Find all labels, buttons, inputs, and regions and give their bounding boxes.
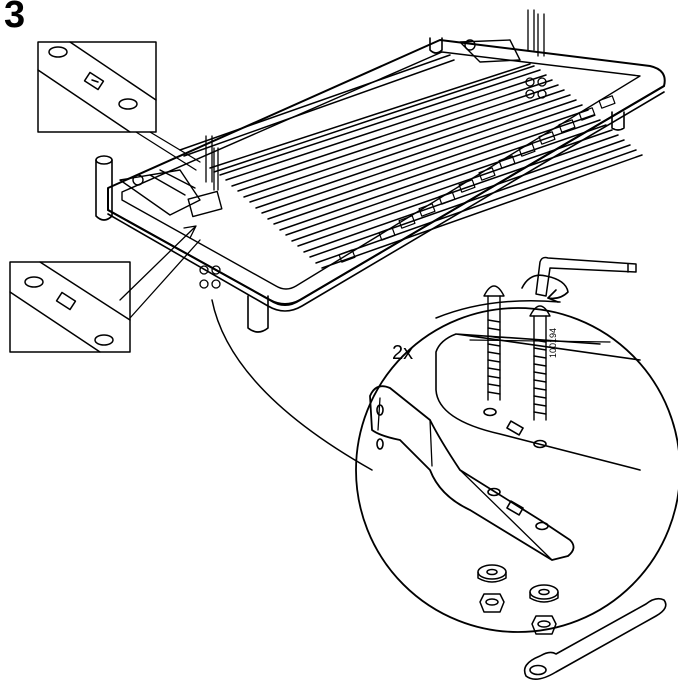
step-number: 3 — [4, 0, 26, 36]
angle-bracket — [370, 386, 574, 560]
detail-circle — [212, 258, 678, 680]
hinge-left — [120, 170, 222, 217]
slats — [210, 64, 642, 268]
allen-key-icon — [522, 258, 636, 303]
center-rail — [180, 55, 454, 156]
washers-and-nuts — [478, 565, 558, 634]
bolt-right — [530, 306, 550, 420]
wrench-icon — [525, 599, 666, 680]
hinge-right — [460, 40, 520, 62]
bed-frame — [108, 40, 665, 311]
slat-holders — [339, 96, 615, 262]
quantity-label: 2x — [392, 342, 414, 364]
part-number: 100194 — [548, 327, 558, 358]
legs — [96, 38, 624, 332]
bolt-left — [484, 286, 504, 400]
main-bolts — [200, 10, 546, 288]
inset-detail-top — [38, 42, 200, 170]
inset-detail-middle — [10, 226, 200, 352]
frame-rail — [436, 334, 640, 470]
